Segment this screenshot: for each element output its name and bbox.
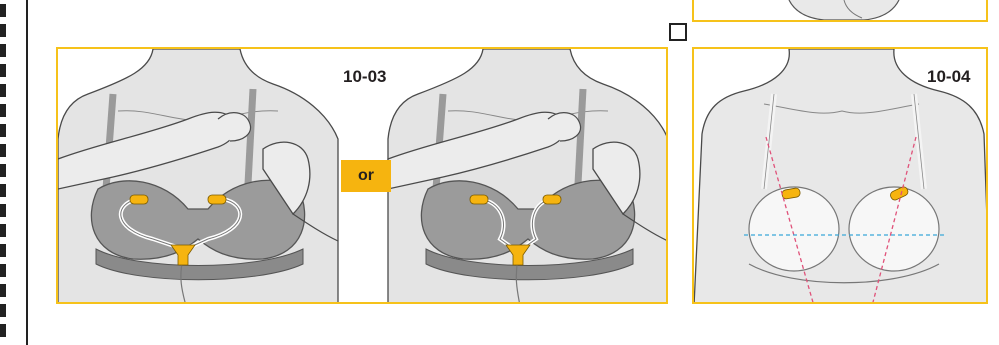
step-number-label: 10-03 xyxy=(343,67,386,87)
margin-rule xyxy=(26,0,28,345)
previous-step-panel xyxy=(692,0,988,22)
step-10-04-illustration xyxy=(694,49,988,304)
step-number-label: 10-04 xyxy=(927,67,970,87)
step-checkbox[interactable] xyxy=(669,23,687,41)
or-separator-badge: or xyxy=(341,160,391,192)
variant-b-figure xyxy=(388,49,668,304)
edge-dash-marks xyxy=(0,0,8,345)
variant-a-figure xyxy=(58,49,338,304)
previous-step-illustration xyxy=(694,0,988,22)
